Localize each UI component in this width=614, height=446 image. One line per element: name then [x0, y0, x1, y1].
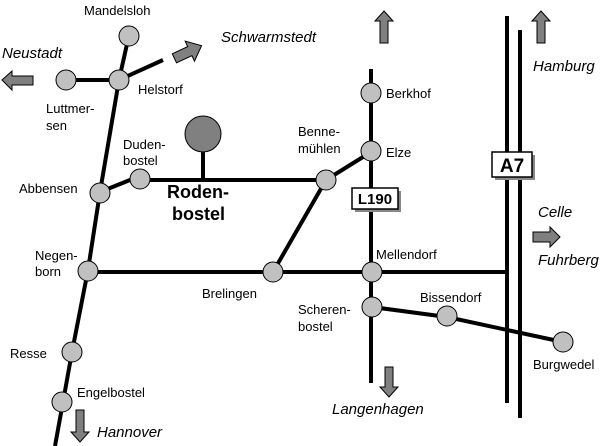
shield-a7-text: A7 — [500, 156, 524, 177]
arrow-right-icon — [532, 225, 561, 249]
node-burgwedel[interactable] — [552, 331, 574, 353]
shield-l190-text: L190 — [358, 191, 392, 208]
direction-hamburg: Hamburg — [533, 58, 595, 75]
node-berkhof[interactable] — [360, 82, 382, 104]
node-negenborn[interactable] — [77, 260, 99, 282]
direction-langenhagen: Langenhagen — [332, 401, 424, 418]
node-mellendorf[interactable] — [361, 261, 383, 283]
node-luttmersen[interactable] — [55, 69, 77, 91]
label-engelbostel: Engelbostel — [77, 385, 145, 400]
node-helstorf[interactable] — [108, 69, 130, 91]
node-dudenbostel[interactable] — [129, 168, 151, 190]
label-resse: Resse — [10, 346, 47, 361]
road-scherenbostel-burgwedel — [371, 305, 564, 344]
arrow-down-icon — [69, 409, 91, 443]
node-abbensen[interactable] — [89, 182, 111, 204]
town-nodes — [51, 25, 574, 413]
label-mandelsloh: Mandelsloh — [84, 3, 151, 18]
shield-l190: L190 — [351, 187, 401, 212]
node-brelingen[interactable] — [262, 261, 284, 283]
label-luttmersen-2: sen — [46, 118, 67, 133]
direction-arrows — [1, 10, 561, 443]
label-dudenbostel-2: bostel — [123, 153, 158, 168]
label-abbensen: Abbensen — [19, 181, 78, 196]
node-bennemuehlen[interactable] — [315, 169, 337, 191]
label-scherenbostel-2: bostel — [298, 319, 333, 334]
shield-a7: A7 — [491, 151, 535, 180]
direction-celle: Celle — [538, 204, 572, 221]
direction-neustadt: Neustadt — [2, 45, 63, 62]
arrow-up-icon — [373, 10, 395, 44]
label-negenborn-1: Negen- — [35, 248, 78, 263]
label-rodenbostel-2: bostel — [172, 204, 225, 224]
node-mandelsloh[interactable] — [118, 25, 140, 47]
node-rodenbostel[interactable] — [184, 115, 222, 153]
direction-fuhrberg: Fuhrberg — [538, 252, 600, 269]
direction-hannover: Hannover — [97, 424, 163, 441]
arrow-left-icon — [1, 69, 34, 92]
direction-labels: Neustadt Schwarmstedt Hannover Hamburg C… — [2, 29, 600, 441]
label-berkhof: Berkhof — [386, 86, 431, 101]
label-scherenbostel-1: Scheren- — [298, 302, 351, 317]
label-rodenbostel-1: Roden- — [167, 182, 229, 202]
label-helstorf: Helstorf — [138, 82, 183, 97]
arrow-down-icon — [378, 366, 400, 398]
node-engelbostel[interactable] — [51, 391, 73, 413]
arrow-up-icon — [530, 10, 552, 44]
town-labels: Mandelsloh Helstorf Luttmer- sen Duden- … — [10, 3, 595, 400]
node-elze[interactable] — [360, 140, 382, 162]
label-bennemuehlen-1: Benne- — [298, 124, 340, 139]
label-dudenbostel-1: Duden- — [123, 137, 166, 152]
arrow-northeast-icon — [171, 40, 203, 64]
node-scherenbostel[interactable] — [361, 296, 383, 318]
node-bissendorf[interactable] — [436, 305, 458, 327]
label-mellendorf: Mellendorf — [376, 247, 437, 262]
label-elze: Elze — [386, 145, 411, 160]
label-bennemuehlen-2: mühlen — [298, 141, 341, 156]
road-bennemuehlen-brelingen — [271, 179, 328, 273]
roads — [53, 16, 564, 446]
label-negenborn-2: born — [35, 264, 61, 279]
label-brelingen: Brelingen — [202, 286, 257, 301]
node-resse[interactable] — [61, 341, 83, 363]
label-luttmersen-1: Luttmer- — [46, 101, 94, 116]
direction-schwarmstedt: Schwarmstedt — [221, 29, 317, 46]
label-bissendorf: Bissendorf — [420, 290, 482, 305]
label-burgwedel: Burgwedel — [533, 357, 595, 372]
